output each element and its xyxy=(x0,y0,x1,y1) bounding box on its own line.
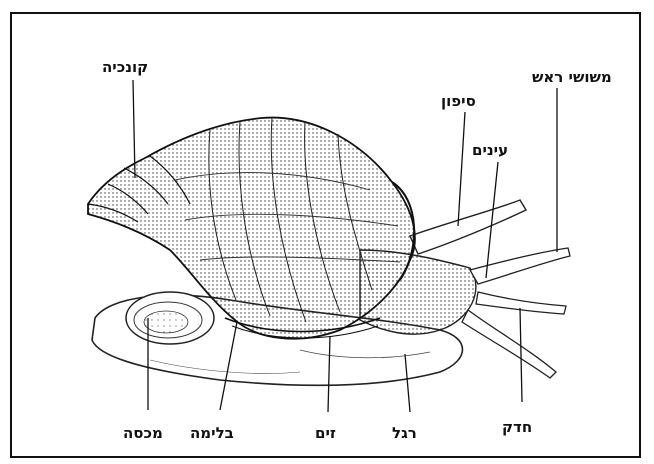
tentacle-lower xyxy=(462,310,556,378)
operculum-shape xyxy=(126,292,214,344)
label-proboscis: חדק xyxy=(502,420,532,435)
label-eyes: עינים xyxy=(472,143,508,158)
label-protrusion: בלימה xyxy=(190,426,234,441)
label-gill: זים xyxy=(315,426,336,441)
label-siphon: סיפון xyxy=(441,94,476,109)
label-operculum: מכסה xyxy=(123,426,163,441)
label-shell: קונכיה xyxy=(102,60,148,75)
tentacle-upper xyxy=(470,248,570,284)
proboscis-shape xyxy=(476,292,566,314)
label-foot: רגל xyxy=(392,426,417,441)
label-head-tentacles: משושי ראש xyxy=(532,70,612,85)
siphon-shape xyxy=(410,200,526,254)
